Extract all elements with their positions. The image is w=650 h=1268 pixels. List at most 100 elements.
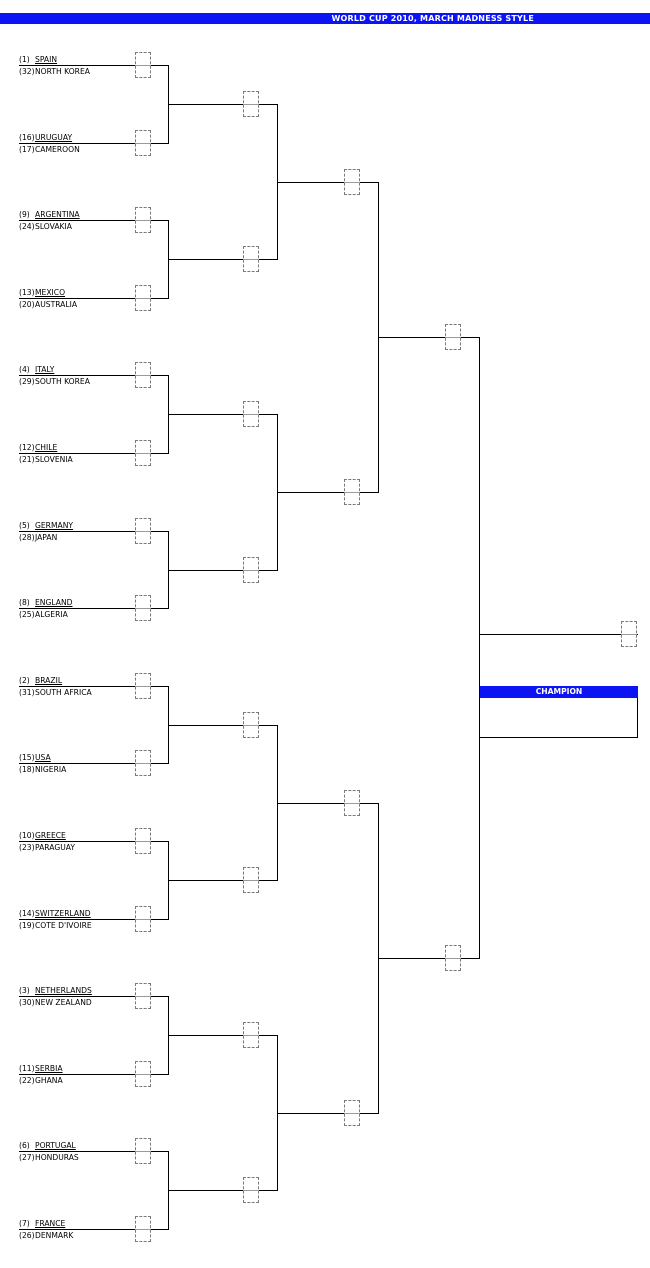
score-box[interactable]	[135, 1216, 151, 1242]
team-seed: (5)	[19, 521, 30, 530]
team-seed: (6)	[19, 1141, 30, 1150]
score-box[interactable]	[135, 828, 151, 854]
team-name: DENMARK	[35, 1231, 74, 1240]
team-name: HONDURAS	[35, 1153, 79, 1162]
team-seed: (31)	[19, 688, 35, 697]
team-name: NEW ZEALAND	[35, 998, 92, 1007]
team-seed: (28)	[19, 533, 35, 542]
team-entry: (30)NEW ZEALAND	[19, 998, 92, 1008]
team-entry: (21)SLOVENIA	[19, 455, 73, 465]
score-box[interactable]	[135, 285, 151, 311]
team-seed: (1)	[19, 55, 30, 64]
team-seed: (29)	[19, 377, 35, 386]
score-box[interactable]	[243, 557, 259, 583]
team-seed: (21)	[19, 455, 35, 464]
team-entry: (25)ALGERIA	[19, 610, 68, 620]
score-box[interactable]	[243, 867, 259, 893]
score-box[interactable]	[135, 983, 151, 1009]
team-name: ALGERIA	[35, 610, 68, 619]
bracket-line	[168, 104, 277, 105]
champion-box[interactable]	[480, 698, 638, 738]
team-seed: (23)	[19, 843, 35, 852]
team-seed: (25)	[19, 610, 35, 619]
team-entry: (4)ITALY	[19, 365, 54, 375]
score-box[interactable]	[243, 401, 259, 427]
team-name: NORTH KOREA	[35, 67, 90, 76]
team-name: PARAGUAY	[35, 843, 76, 852]
team-name: SLOVENIA	[35, 455, 73, 464]
score-box[interactable]	[243, 1022, 259, 1048]
matchup-line	[19, 220, 168, 221]
team-name: SOUTH KOREA	[35, 377, 90, 386]
team-entry: (10)GREECE	[19, 831, 66, 841]
score-box[interactable]	[344, 479, 360, 505]
team-seed: (30)	[19, 998, 35, 1007]
team-entry: (3) NETHERLANDS	[19, 986, 92, 996]
team-seed: (16)	[19, 133, 35, 142]
team-seed: (8)	[19, 598, 30, 607]
team-name: SERBIA	[35, 1064, 63, 1073]
matchup-line	[19, 375, 168, 376]
score-box[interactable]	[445, 324, 461, 350]
score-box[interactable]	[243, 1177, 259, 1203]
score-box[interactable]	[135, 52, 151, 78]
team-seed: (7)	[19, 1219, 30, 1228]
team-entry: (23)PARAGUAY	[19, 843, 75, 853]
score-box[interactable]	[344, 790, 360, 816]
team-name: ENGLAND	[35, 598, 73, 607]
team-name: GERMANY	[35, 521, 74, 530]
matchup-line	[19, 1229, 168, 1230]
team-entry: (16)URUGUAY	[19, 133, 72, 143]
score-box[interactable]	[135, 207, 151, 233]
score-box[interactable]	[445, 945, 461, 971]
team-entry: (19)COTE D'IVOIRE	[19, 921, 92, 931]
team-entry: (8) ENGLAND	[19, 598, 73, 608]
team-entry: (22)GHANA	[19, 1076, 63, 1086]
team-entry: (7)FRANCE	[19, 1219, 65, 1229]
score-box[interactable]	[135, 673, 151, 699]
score-box[interactable]	[621, 621, 637, 647]
score-box[interactable]	[344, 169, 360, 195]
team-name: USA	[35, 753, 51, 762]
team-seed: (3)	[19, 986, 30, 995]
matchup-line	[19, 763, 168, 764]
score-box[interactable]	[243, 91, 259, 117]
bracket-line	[168, 414, 277, 415]
bracket-line	[168, 880, 277, 881]
team-entry: (9)ARGENTINA	[19, 210, 80, 220]
matchup-line	[19, 841, 168, 842]
team-seed: (12)	[19, 443, 35, 452]
team-entry: (20)AUSTRALIA	[19, 300, 77, 310]
score-box[interactable]	[135, 750, 151, 776]
score-box[interactable]	[135, 1061, 151, 1087]
score-box[interactable]	[243, 712, 259, 738]
team-name: NETHERLANDS	[35, 986, 92, 995]
score-box[interactable]	[135, 130, 151, 156]
team-entry: (18)NIGERIA	[19, 765, 66, 775]
team-name: ITALY	[35, 365, 55, 374]
score-box[interactable]	[135, 595, 151, 621]
score-box[interactable]	[135, 362, 151, 388]
bracket-line	[378, 958, 479, 959]
team-seed: (11)	[19, 1064, 35, 1073]
score-box[interactable]	[135, 1138, 151, 1164]
team-name: MEXICO	[35, 288, 66, 297]
score-box[interactable]	[344, 1100, 360, 1126]
score-box[interactable]	[135, 906, 151, 932]
matchup-line	[19, 608, 168, 609]
bracket-line	[277, 492, 378, 493]
score-box[interactable]	[135, 518, 151, 544]
team-entry: (28)JAPAN	[19, 533, 57, 543]
team-seed: (14)	[19, 909, 35, 918]
team-seed: (17)	[19, 145, 35, 154]
bracket-line	[277, 803, 378, 804]
team-entry: (5) GERMANY	[19, 521, 73, 531]
team-name: GHANA	[35, 1076, 63, 1085]
page-header: WORLD CUP 2010, MARCH MADNESS STYLE	[0, 13, 650, 24]
team-entry: (6)PORTUGAL	[19, 1141, 76, 1151]
team-name: NIGERIA	[35, 765, 67, 774]
score-box[interactable]	[243, 246, 259, 272]
score-box[interactable]	[135, 440, 151, 466]
team-seed: (15)	[19, 753, 35, 762]
team-seed: (22)	[19, 1076, 35, 1085]
